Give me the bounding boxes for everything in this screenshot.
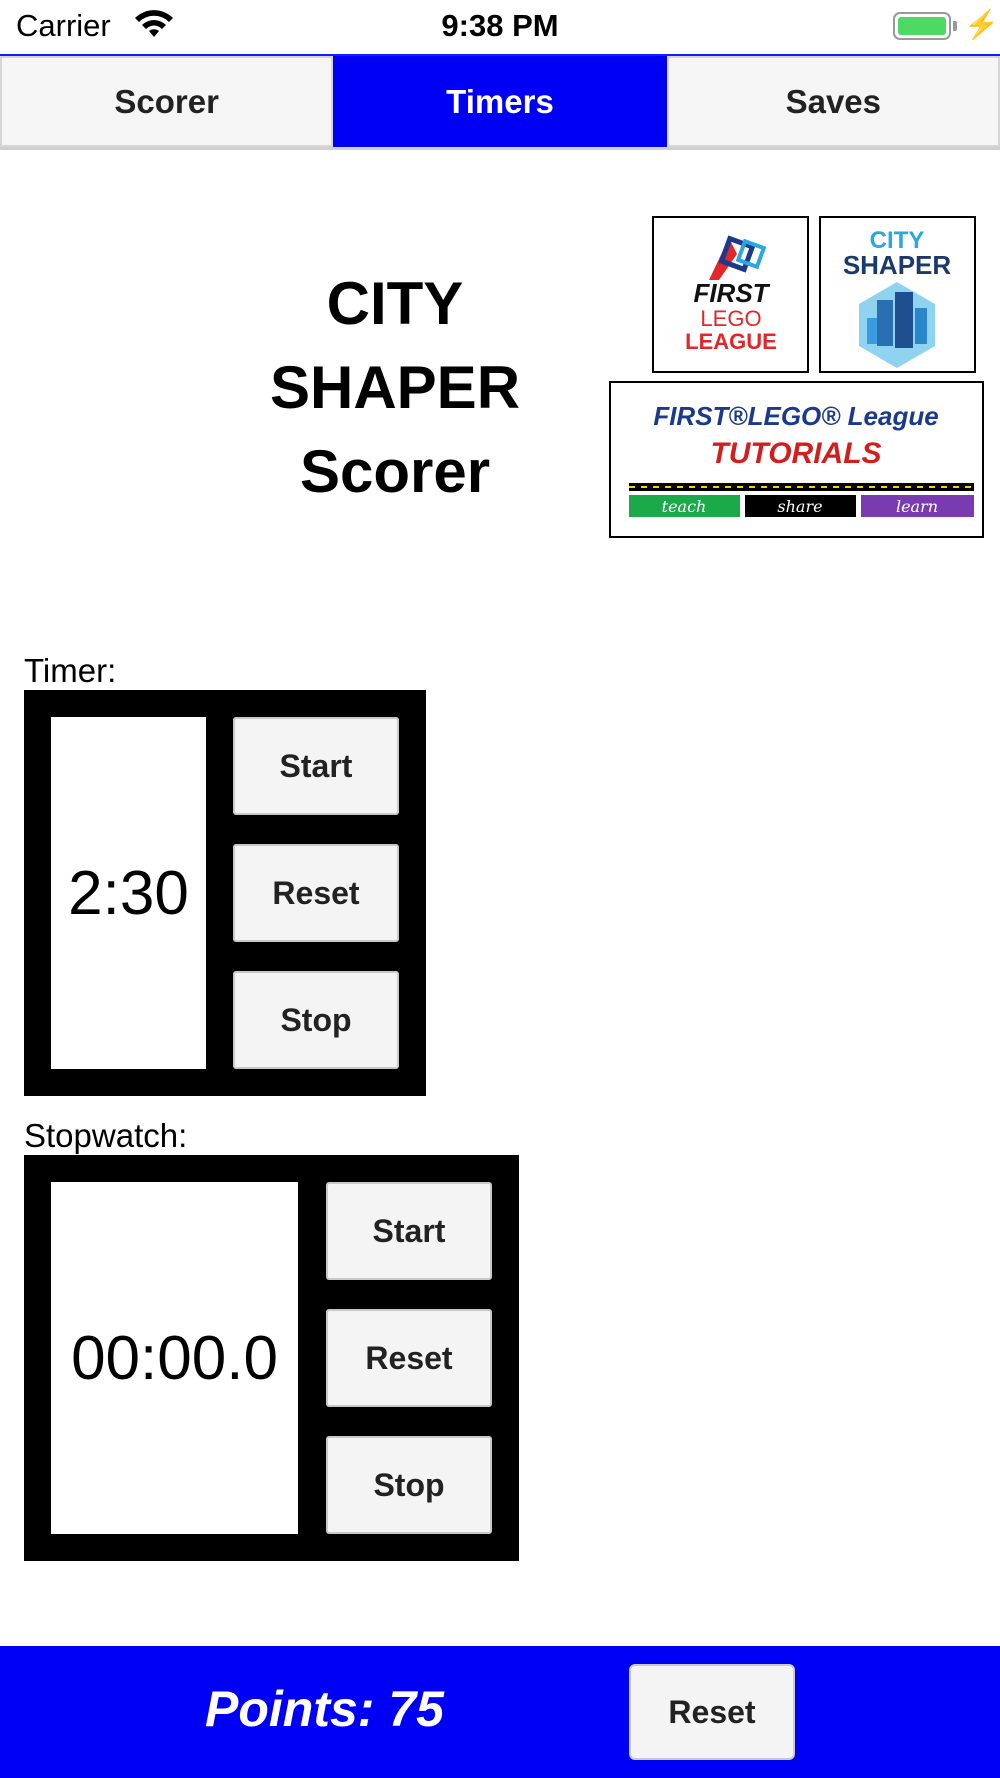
timer-panel: 2:30 Start Reset Stop [24,690,426,1096]
fll-logo-league: LEAGUE [685,329,777,354]
title-line-1: CITY [326,270,464,337]
city-shaper-logo-shaper: SHAPER [843,250,952,280]
city-shaper-logo: CITY SHAPER [819,216,976,373]
timer-reset-button[interactable]: Reset [233,844,399,942]
stopwatch-panel: 00:00.0 Start Reset Stop [24,1155,519,1561]
charging-bolt-icon: ⚡ [964,9,999,40]
battery-tip [953,21,957,31]
battery-icon [893,12,951,40]
tab-bar: Scorer Timers Saves [0,56,1000,150]
stopwatch-reset-button[interactable]: Reset [326,1309,492,1407]
status-bar: Carrier 9:38 PM ⚡ [0,0,1000,56]
fll-logo-lego: LEGO [700,306,761,331]
points-bar: Points: 75 Reset [0,1646,1000,1778]
stopwatch-start-button[interactable]: Start [326,1182,492,1280]
reset-points-button[interactable]: Reset [629,1664,795,1760]
tab-saves[interactable]: Saves [666,56,1000,147]
stopwatch-display: 00:00.0 [51,1182,298,1534]
stopwatch-label: Stopwatch: [24,1117,188,1154]
fll-logo-first: FIRST [693,278,770,308]
carrier-label: Carrier [16,8,111,43]
timer-stop-button[interactable]: Stop [233,971,399,1069]
tutorials-logo-line2: TUTORIALS [710,437,881,470]
tutorials-tag-learn: learn [896,497,938,516]
tutorials-tag-share: share [777,497,822,516]
timer-label: Timer: [24,652,117,689]
timer-display: 2:30 [51,717,206,1069]
fll-logo: FIRST LEGO LEAGUE [652,216,809,373]
wifi-icon [134,10,174,45]
clock: 9:38 PM [441,8,559,43]
points-total: Points: 75 [205,1681,444,1737]
tutorials-tag-teach: teach [662,497,707,516]
page-title: CITY SHAPER Scorer [210,262,580,514]
tutorials-logo-line1: FIRST®LEGO® League [653,401,938,431]
title-line-3: Scorer [299,438,491,505]
city-shaper-logo-city: CITY [870,227,925,254]
timer-start-button[interactable]: Start [233,717,399,815]
stopwatch-stop-button[interactable]: Stop [326,1436,492,1534]
title-line-2: SHAPER [269,354,521,421]
fll-tutorials-logo: FIRST®LEGO® League TUTORIALS teach share… [609,381,984,538]
tab-scorer[interactable]: Scorer [0,56,334,147]
tab-timers[interactable]: Timers [333,56,667,147]
